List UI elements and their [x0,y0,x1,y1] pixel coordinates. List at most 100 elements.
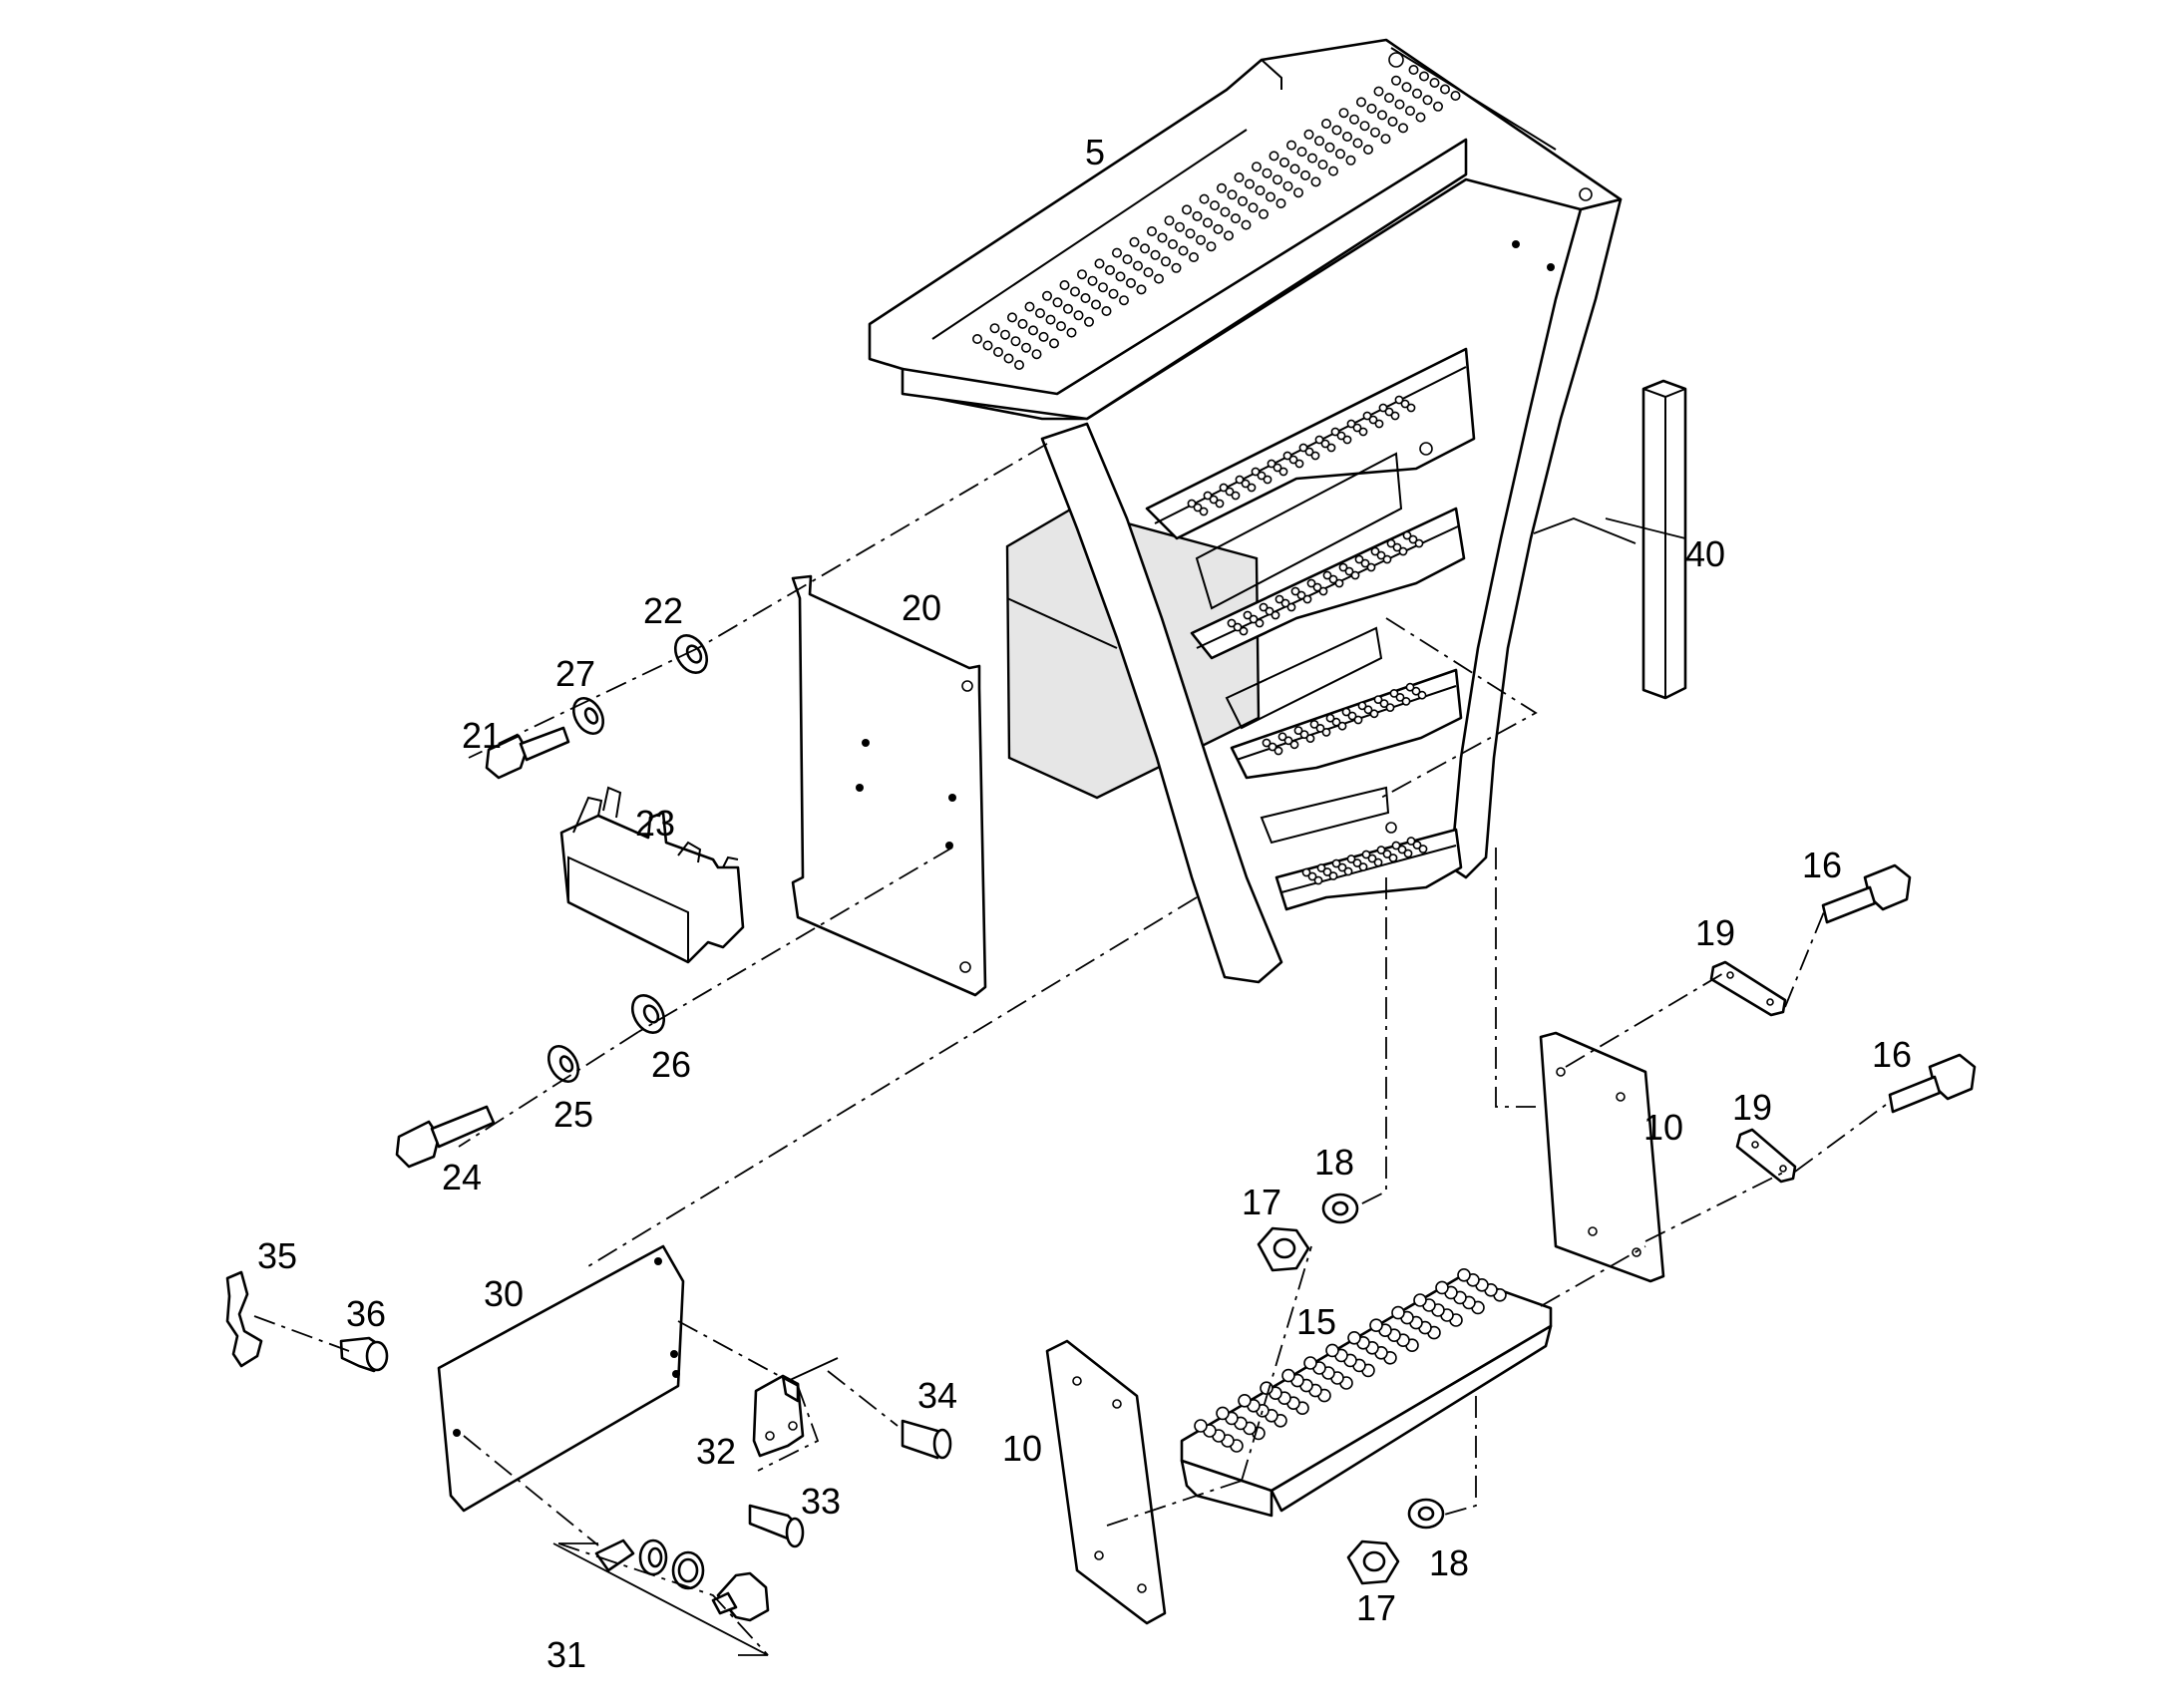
perforation-hole [1203,491,1213,501]
callout-16-upper: 16 [1802,845,1842,885]
perforation-hole [1325,713,1335,723]
perforation-hole [1150,249,1161,260]
perforation-hole [1385,703,1395,712]
perforation-hole [1358,427,1368,437]
part-17-nut-lower [1346,1539,1400,1585]
callout-30: 30 [484,1273,524,1314]
perforation-hole [1336,431,1346,441]
perforation-hole [1259,602,1269,612]
perforation-hole [1122,254,1133,265]
perforation-hole [1366,562,1376,572]
perforation-hole [1210,200,1221,211]
perforation-hole [1403,849,1413,858]
perforation-hole [1352,858,1362,867]
perforation-hole [1282,451,1292,461]
part-26-washer [630,994,666,1034]
perforation-hole [1379,699,1389,708]
perforation-hole [1389,689,1399,698]
perforation-hole [1312,582,1322,592]
perforation-hole [1243,610,1253,620]
ladder-step-3 [1230,668,1463,780]
part-17-nut-upper [1257,1226,1310,1272]
perforation-hole [1199,193,1210,204]
perforation-hole [1376,846,1386,854]
callout-35: 35 [257,1235,297,1276]
perforation-hole [1373,857,1383,867]
perforation-hole [1052,297,1063,308]
perforation-hole [1310,451,1320,461]
perforation-hole [1301,867,1311,877]
perforation-hole [1394,99,1405,110]
callout-17-lower: 17 [1356,1587,1396,1628]
perforation-hole [1171,262,1182,273]
perforation-hole [1049,338,1060,349]
perforation-hole [1314,435,1324,445]
perforation-hole [1320,439,1330,449]
callout-18-lower: 18 [1429,1542,1469,1583]
perforation-hole [1247,483,1257,493]
perforation-hole [1414,538,1424,548]
perforation-hole [1147,226,1158,237]
perforation-hole [1006,312,1017,323]
callout-34: 34 [917,1375,957,1416]
perforation-hole [1374,419,1384,429]
perforation-hole [1234,172,1245,183]
part-15-step [1180,1268,1553,1518]
perforation-hole [1257,471,1267,481]
perforation-hole [1321,728,1331,737]
perforation-hole [1059,279,1070,290]
callout-25: 25 [553,1094,593,1135]
perforation-hole [1288,455,1298,465]
perforation-hole [1422,95,1433,106]
perforation-hole [1296,147,1307,158]
part-27-washer [571,697,605,735]
perforation-hole [1408,65,1419,76]
part-32-hinge [752,1374,805,1458]
perforation-hole [1010,336,1021,347]
perforation-hole [1349,114,1360,125]
perforation-hole [1392,542,1402,552]
callout-22: 22 [643,590,683,631]
perforation-hole [1338,108,1349,119]
perforation-hole [1017,318,1028,329]
perforation-hole [1343,866,1353,876]
perforation-hole [1326,443,1336,453]
perforation-hole [1255,185,1266,196]
perforation-hole [1224,230,1235,241]
perforation-hole [1215,499,1225,509]
perforation-hole [1310,176,1321,187]
perforation-hole [1368,415,1378,425]
part-18-washer-lower [1407,1498,1445,1530]
perforation-hole [1231,491,1241,501]
perforation-hole [1384,93,1395,104]
perforation-hole [1300,170,1311,180]
perforation-hole [1213,223,1224,234]
perforation-hole [1070,286,1081,297]
perforation-hole [1418,845,1428,854]
callout-27: 27 [555,653,595,694]
callout-33: 33 [801,1481,841,1522]
perforation-hole [1344,566,1354,576]
perforation-hole [1457,1268,1471,1282]
perforation-hole [1380,134,1391,145]
callout-19-lower: 19 [1732,1087,1772,1128]
perforation-hole [1290,586,1300,596]
perforation-hole [1192,210,1203,221]
perforation-hole [1140,243,1151,254]
perforation-hole [1440,84,1451,95]
perforation-hole [1265,606,1274,616]
perforation-hole [1303,129,1314,140]
perforation-hole [1341,707,1351,717]
perforation-hole [1306,578,1316,588]
perforation-hole [1282,180,1293,191]
perforation-hole [1362,411,1372,421]
part-10-side-plate-right [1539,1031,1665,1283]
perforation-hole [1266,191,1276,202]
perforation-hole [1185,228,1196,239]
perforation-hole [1352,138,1363,149]
perforation-hole [1275,198,1286,209]
perforation-hole [1366,103,1377,114]
perforation-hole [1199,507,1209,516]
perforation-hole [1115,271,1126,282]
perforation-hole [1281,1368,1295,1383]
